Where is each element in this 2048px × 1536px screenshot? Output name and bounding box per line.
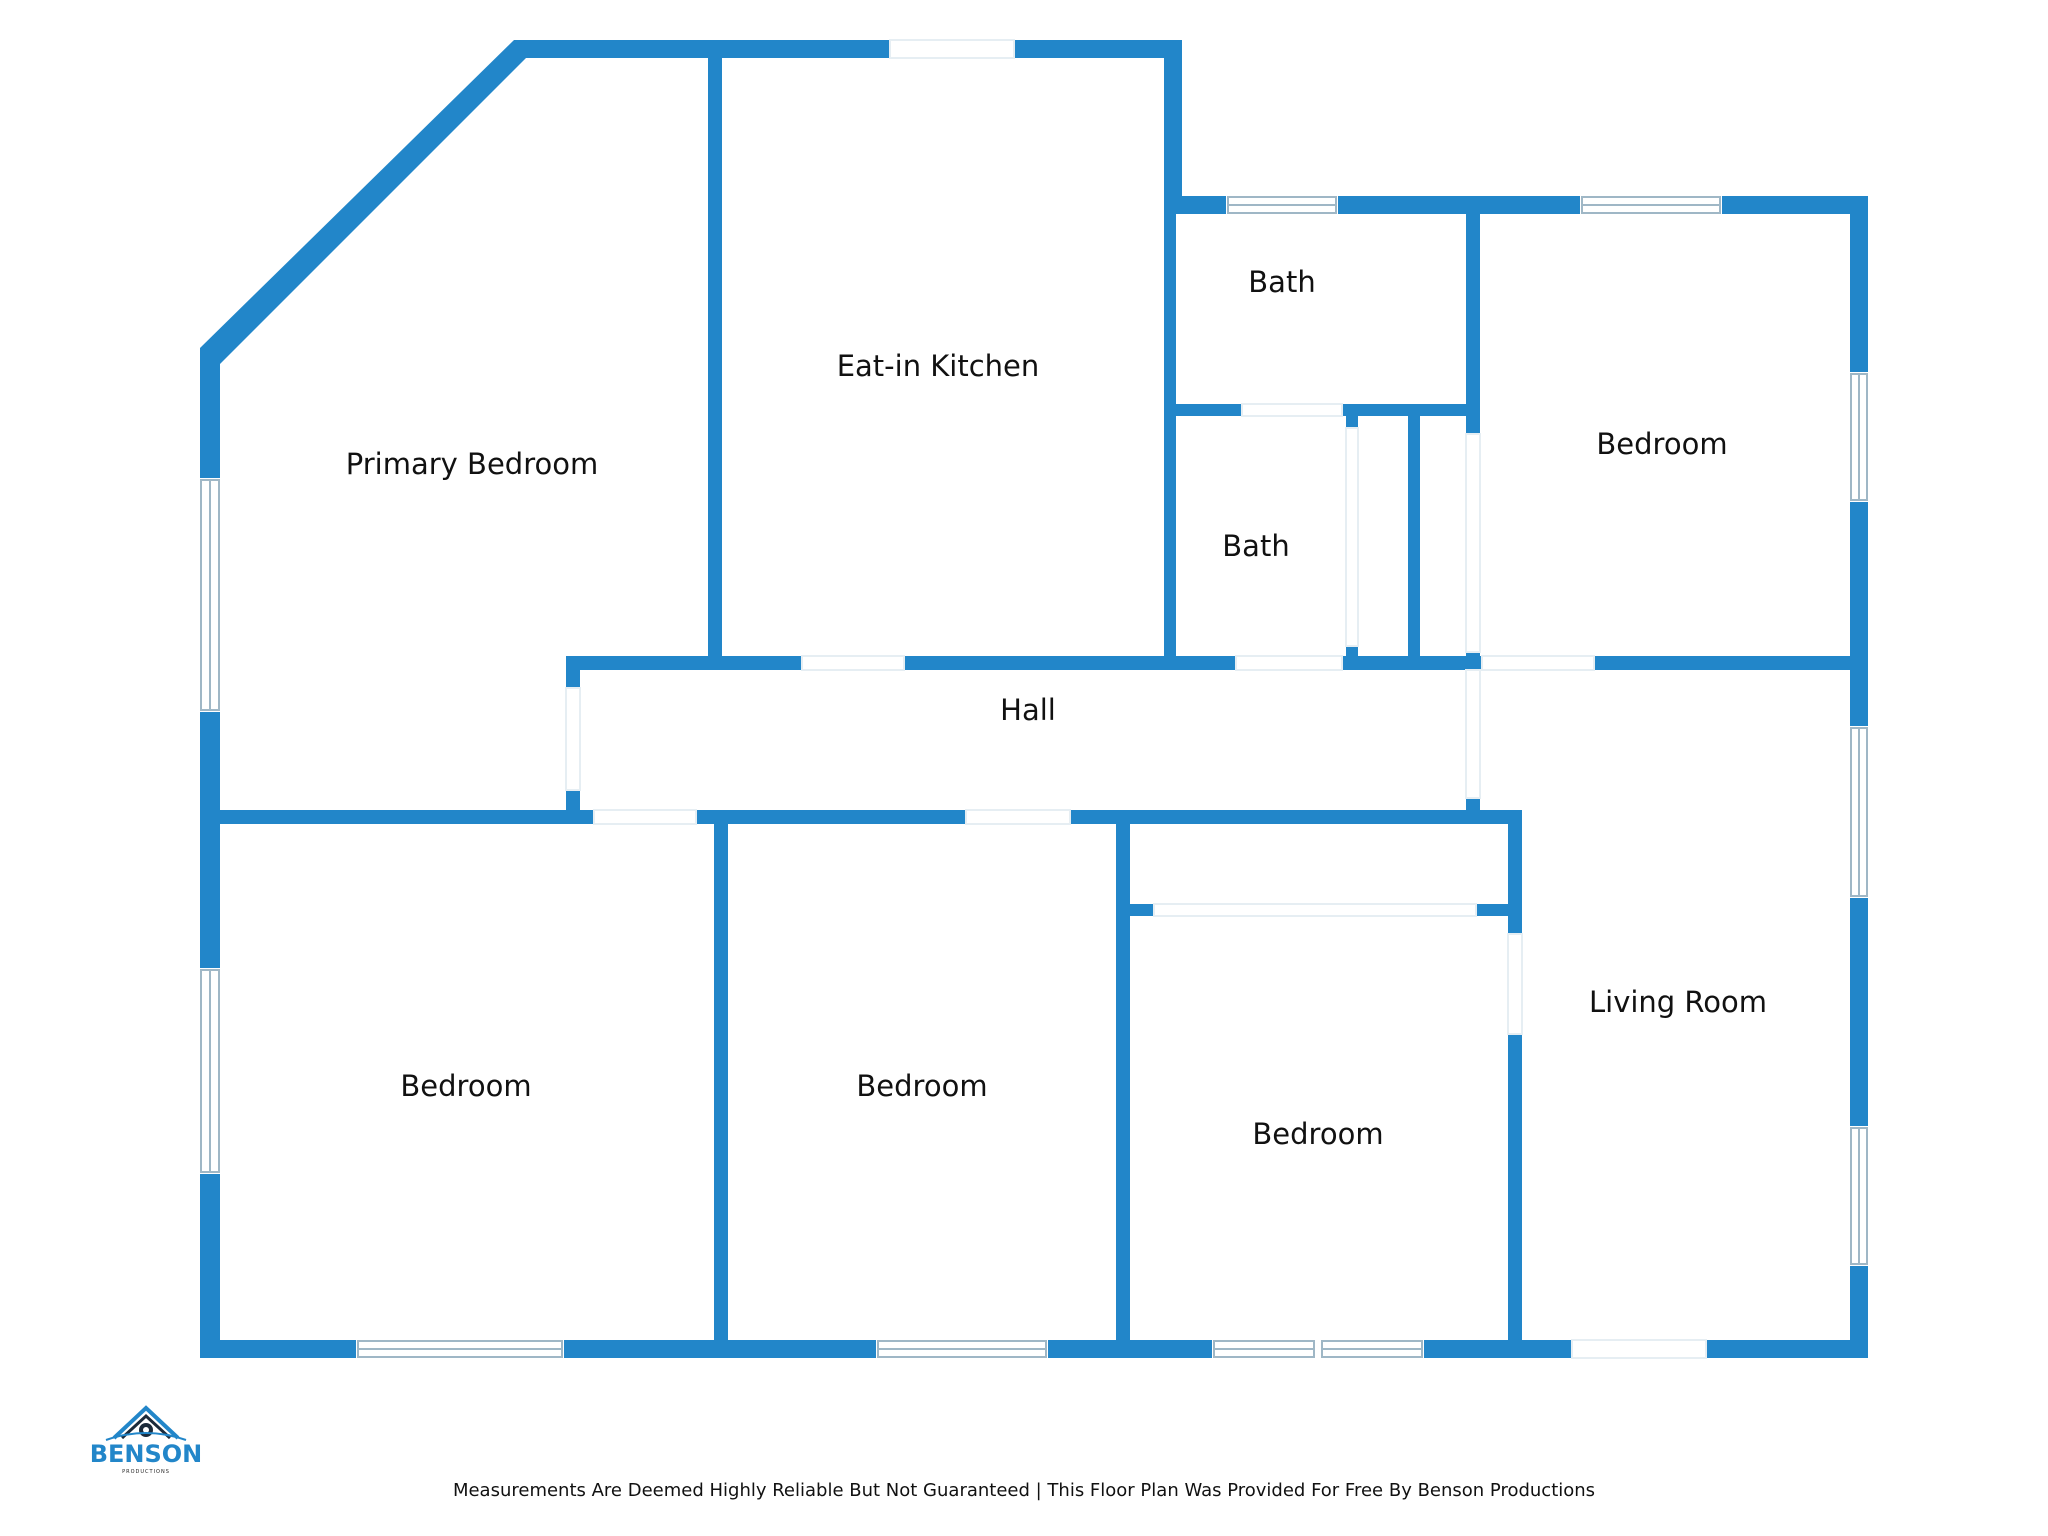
windows (200, 196, 1868, 1358)
house-camera-icon (105, 1405, 187, 1441)
room-labels: Primary Bedroom Eat-in Kitchen Bath Bath… (346, 265, 1767, 1151)
room-label-bath-upper: Bath (1248, 265, 1315, 299)
opening-closet-se (1153, 903, 1477, 917)
wall-east-2 (1850, 502, 1868, 726)
room-label-living-room: Living Room (1589, 985, 1767, 1019)
wall-hall-north-1 (566, 656, 802, 670)
wall-ne-top-b (1338, 196, 1580, 214)
wall-bedroom-sw-sc (714, 810, 728, 1358)
room-label-primary-bedroom: Primary Bedroom (346, 447, 598, 481)
room-label-bedroom-sw: Bedroom (400, 1069, 531, 1103)
wall-ne-top-a (1164, 196, 1226, 214)
opening-bedroom-ne-hall (1481, 655, 1595, 671)
opening-living-west (1507, 933, 1523, 1035)
opening-bedroom-sw (593, 809, 697, 825)
wall-hall-north-3 (1342, 656, 1482, 670)
opening-kitchen-top (889, 39, 1015, 59)
room-label-bath-lower: Bath (1222, 529, 1289, 563)
room-label-hall: Hall (1000, 693, 1056, 727)
wall-hall-west-a (566, 656, 580, 688)
wall-east-4 (1850, 1266, 1868, 1358)
wall-living-west-a (1508, 810, 1522, 934)
wall-bath-divider-a (1164, 404, 1242, 416)
wall-hall-north-4 (1594, 656, 1868, 670)
wall-bath-divider-b (1342, 404, 1474, 416)
room-label-eat-in-kitchen: Eat-in Kitchen (837, 349, 1040, 383)
opening-living-south (1571, 1339, 1707, 1359)
openings (565, 39, 1707, 1359)
logo-name: BENSON (89, 1440, 203, 1468)
wall-closet-center (1408, 416, 1420, 660)
wall-east-3 (1850, 898, 1868, 1126)
wall-south-5 (1706, 1340, 1868, 1358)
walls (200, 40, 1868, 1358)
room-label-bedroom-se: Bedroom (1252, 1117, 1383, 1151)
wall-hall-north-2 (904, 656, 1236, 670)
wall-south-4 (1424, 1340, 1572, 1358)
wall-bath-bedroom-ne (1466, 196, 1480, 434)
wall-west-1 (200, 348, 220, 478)
wall-closet-se-b (1476, 904, 1522, 916)
wall-west-2 (200, 712, 220, 968)
wall-living-west-b (1508, 1034, 1522, 1358)
wall-kitchen-east (1164, 40, 1182, 212)
opening-hall-west (565, 687, 581, 791)
wall-diagonal (200, 40, 528, 364)
wall-south-1 (200, 1340, 356, 1358)
wall-mid-3 (1070, 810, 1522, 824)
opening-kitchen-hall (801, 655, 905, 671)
opening-bedroom-sc (965, 809, 1071, 825)
wall-mid-2 (696, 810, 966, 824)
logo-tagline: PRODUCTIONS (122, 1469, 170, 1475)
opening-bath-hall (1235, 655, 1343, 671)
room-label-bedroom-ne: Bedroom (1596, 427, 1727, 461)
wall-closet-se-a (1116, 904, 1154, 916)
opening-bath-closet (1345, 427, 1359, 647)
wall-primary-kitchen (708, 40, 722, 660)
wall-top-left (514, 40, 890, 58)
opening-closet-bedroom-ne (1465, 433, 1481, 653)
wall-bedroom-sc-se (1116, 810, 1130, 1358)
opening-hall-east (1465, 669, 1481, 799)
opening-bath-upper (1241, 403, 1343, 417)
wall-mid-1 (200, 810, 594, 824)
wall-east-1 (1850, 196, 1868, 372)
room-label-bedroom-sc: Bedroom (856, 1069, 987, 1103)
wall-ne-top-c (1722, 196, 1868, 214)
footer-disclaimer: Measurements Are Deemed Highly Reliable … (452, 1480, 1596, 1501)
wall-top-right (1014, 40, 1182, 58)
wall-west-3 (200, 1174, 220, 1358)
benson-logo: BENSON PRODUCTIONS (76, 1400, 216, 1480)
wall-closet-post-a (1346, 416, 1358, 428)
wall-kitchen-bath (1164, 196, 1176, 660)
